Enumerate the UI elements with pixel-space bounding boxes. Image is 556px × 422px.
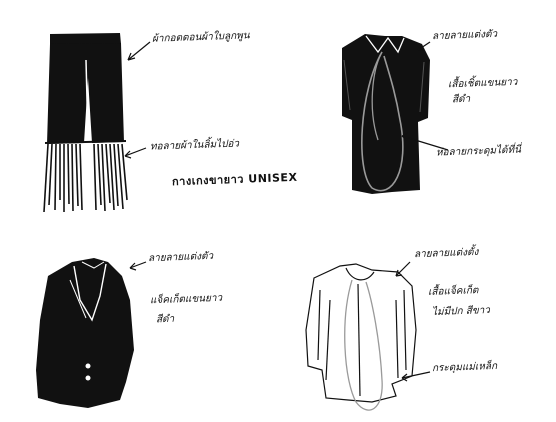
pants-sketch	[44, 33, 150, 212]
white-shirt-sketch	[306, 262, 430, 410]
white-shirt-desc-1: เสื้อแจ็คเก็ต	[428, 285, 479, 299]
black-shirt-desc-1: เสื้อเชิ้ตแขนยาว	[448, 77, 518, 91]
black-shirt-desc-2: สีดำ	[452, 94, 471, 107]
black-shirt-collar-label: ลายลายแต่งตัว	[432, 29, 498, 43]
black-shirt-sketch	[342, 34, 448, 194]
black-jacket-sketch	[36, 258, 146, 408]
jacket-desc-2: สีดำ	[156, 314, 175, 327]
white-shirt-desc-2: ไม่มีปก สีขาว	[432, 305, 490, 319]
white-shirt-collar-label: ลายลายแต่งตั้ง	[414, 247, 479, 261]
white-shirt-buttons-label: กระดุมแม่เหล็ก	[432, 361, 498, 375]
jacket-collar-label: ลายลายแต่งตัว	[148, 251, 214, 265]
jacket-desc-1: แจ็คเก็ตแขนยาว	[150, 293, 223, 308]
